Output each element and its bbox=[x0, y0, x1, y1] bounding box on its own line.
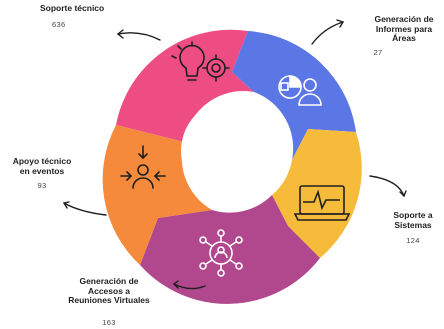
arrow-generacion-accesos bbox=[173, 283, 206, 290]
network-user-icon bbox=[199, 229, 243, 277]
target-user-icon bbox=[120, 145, 166, 189]
arrow-soporte-tecnico bbox=[117, 32, 161, 41]
chart-user-icon bbox=[278, 75, 322, 106]
segment-generacion-accesos bbox=[140, 195, 320, 304]
center-hole bbox=[181, 99, 285, 203]
label-apoyo-eventos: Apoyo técnico en eventos bbox=[12, 156, 72, 176]
arrow-apoyo-eventos bbox=[63, 202, 107, 216]
segment-apoyo-eventos bbox=[102, 125, 212, 265]
segment-generacion-informes bbox=[232, 31, 356, 160]
count-apoyo-eventos: 93 bbox=[37, 181, 47, 190]
count-generacion-accesos: 163 bbox=[102, 318, 116, 327]
segment-soporte-tecnico bbox=[116, 29, 254, 143]
label-soporte-tecnico: Soporte técnico bbox=[40, 3, 105, 13]
label-soporte-sistemas: Soporte a Sistemas bbox=[393, 210, 433, 230]
count-soporte-sistemas: 124 bbox=[406, 236, 420, 245]
arrow-generacion-informes bbox=[311, 21, 344, 45]
label-generacion-accesos: Generación de Accesos a Reuniones Virtua… bbox=[68, 276, 150, 305]
count-soporte-tecnico: 636 bbox=[52, 20, 66, 29]
arrow-soporte-sistemas bbox=[369, 175, 405, 197]
label-generacion-informes: Generación de Informes para Áreas bbox=[374, 14, 434, 43]
monitor-pulse-icon bbox=[293, 185, 351, 221]
lightbulb-gears-icon bbox=[171, 41, 230, 82]
count-generacion-informes: 27 bbox=[373, 48, 383, 57]
